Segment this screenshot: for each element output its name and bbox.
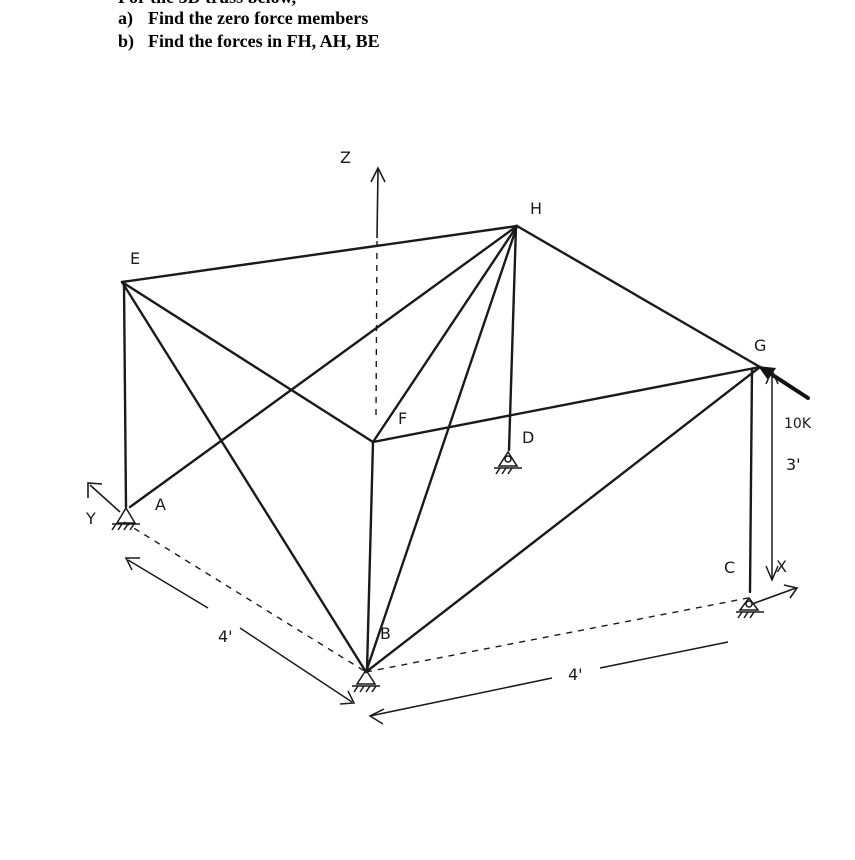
load-label: 10K bbox=[784, 416, 812, 432]
member-FG bbox=[371, 365, 762, 444]
support-B-icon bbox=[352, 668, 380, 693]
depth-dimension-label: 4' bbox=[218, 627, 233, 646]
member-HG bbox=[515, 224, 762, 369]
height-dimension-label: 3' bbox=[786, 455, 801, 474]
height-dimension bbox=[765, 368, 779, 582]
problem-heading: For the 3D truss below, bbox=[118, 0, 296, 8]
support-D-icon bbox=[494, 450, 522, 475]
width-dimension-label: 4' bbox=[568, 665, 583, 684]
member-GB bbox=[364, 365, 762, 674]
member-EF bbox=[120, 280, 375, 444]
axis-label-x: X bbox=[776, 557, 787, 576]
load-arrow-icon bbox=[758, 366, 810, 400]
member-GC bbox=[748, 367, 754, 594]
joint-label-D: D bbox=[522, 428, 534, 447]
z-axis-dashed bbox=[375, 237, 378, 416]
joint-label-C: C bbox=[724, 558, 735, 577]
z-axis-arrowhead bbox=[370, 166, 386, 183]
axis-label-y: Y bbox=[85, 509, 96, 528]
member-HB bbox=[364, 224, 519, 674]
member-EA bbox=[122, 282, 128, 509]
joint-label-G: G bbox=[754, 336, 766, 355]
question-a-letter: a) bbox=[118, 8, 133, 28]
member-FB bbox=[365, 440, 375, 672]
joint-label-E: E bbox=[130, 249, 140, 268]
question-b: b) Find the forces in FH, AH, BE bbox=[118, 31, 380, 52]
z-axis-line bbox=[376, 169, 379, 239]
joint-label-F: F bbox=[398, 409, 407, 428]
member-EB bbox=[120, 280, 368, 674]
x-axis bbox=[751, 584, 799, 605]
joint-label-H: H bbox=[530, 199, 542, 218]
axis-label-z: Z bbox=[340, 148, 351, 167]
member-HA bbox=[128, 224, 519, 509]
question-a: a) Find the zero force members bbox=[118, 8, 368, 29]
problem-statement: For the 3D truss below, a) Find the zero … bbox=[0, 0, 855, 60]
joint-label-A: A bbox=[155, 495, 166, 514]
base-edge-B-C bbox=[365, 597, 749, 673]
member-EH bbox=[120, 224, 519, 284]
y-axis bbox=[87, 482, 121, 513]
question-b-letter: b) bbox=[118, 31, 135, 51]
question-b-text: Find the forces in FH, AH, BE bbox=[148, 31, 380, 51]
support-A-icon bbox=[111, 506, 140, 531]
member-HF bbox=[371, 224, 519, 444]
depth-dimension bbox=[124, 557, 356, 705]
member-HD bbox=[507, 224, 518, 452]
width-dimension bbox=[368, 641, 729, 725]
base-edge-A-B bbox=[123, 521, 367, 673]
question-a-text: Find the zero force members bbox=[148, 8, 369, 28]
joint-label-B: B bbox=[380, 624, 391, 643]
